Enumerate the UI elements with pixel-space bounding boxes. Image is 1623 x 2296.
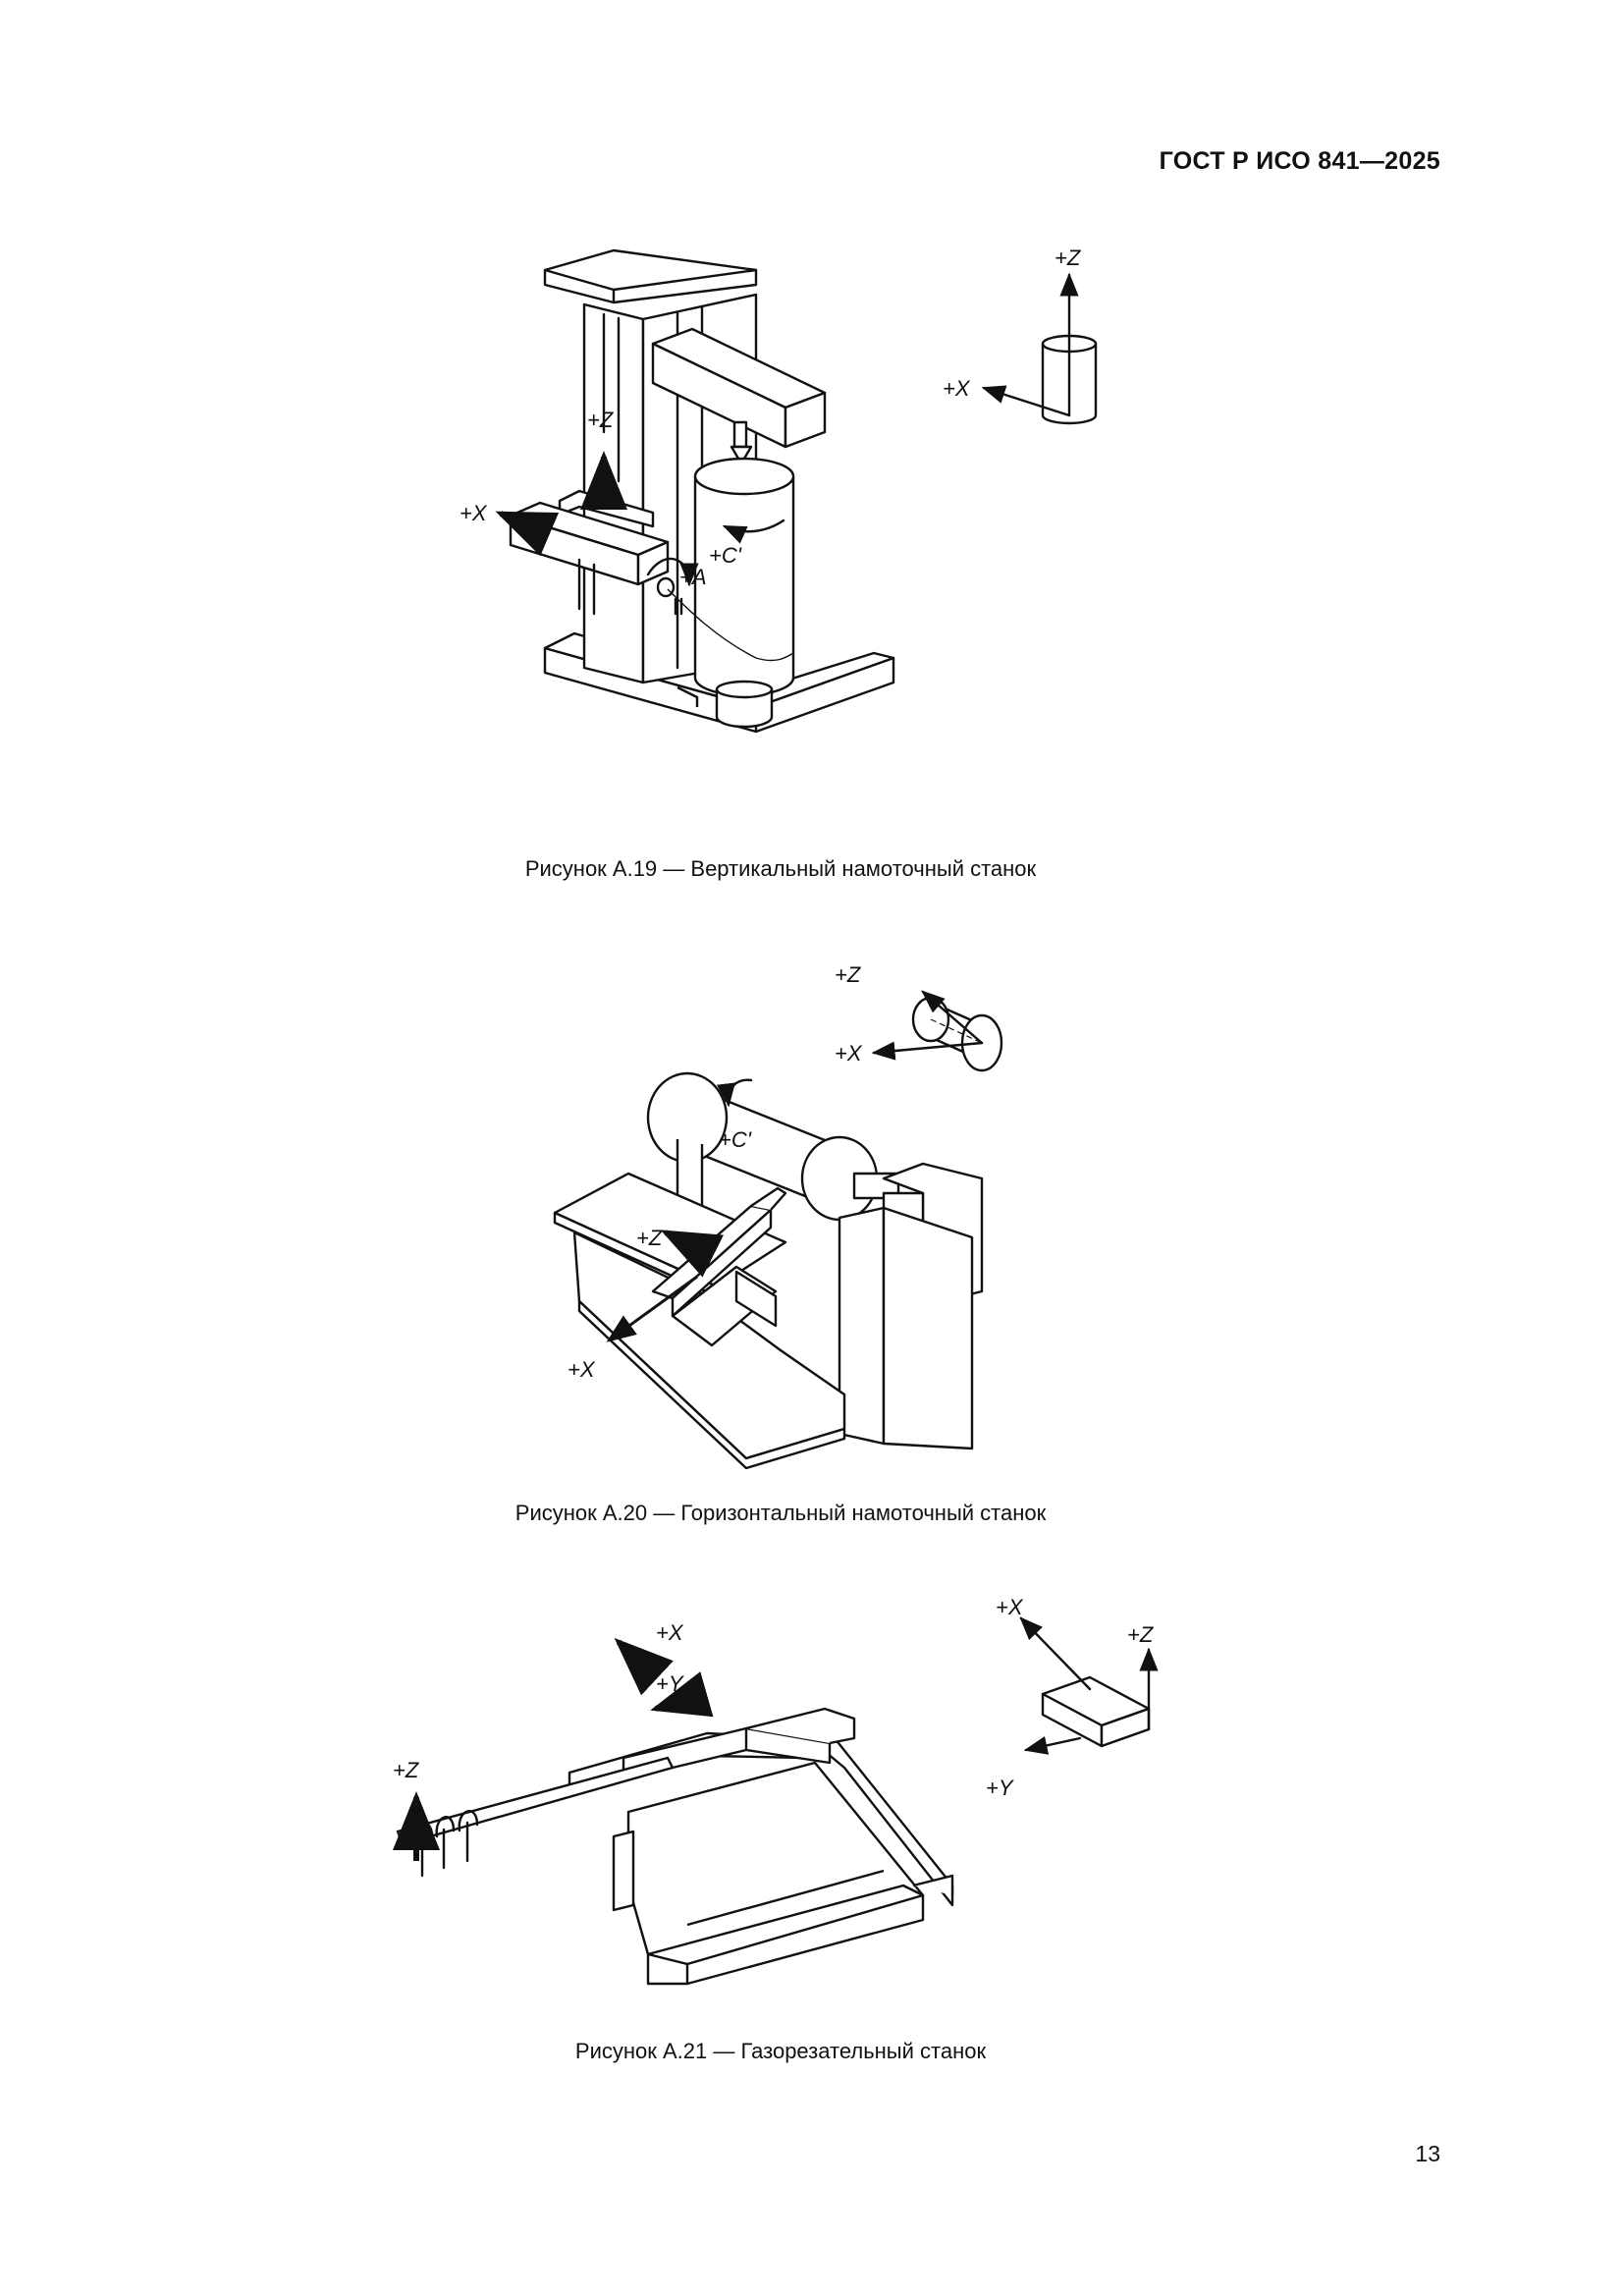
a21-ref-label-x: +X	[996, 1595, 1024, 1619]
a20-reference-cylinder	[871, 990, 1003, 1072]
a20-x-arrow	[606, 1275, 698, 1342]
a19-ref-label-z: +Z	[1055, 246, 1082, 270]
a19-label-x: +X	[460, 501, 488, 525]
a20-z-arrow	[660, 1230, 725, 1278]
a21-x-arrow	[614, 1637, 674, 1696]
figure-a20-drawing: +Z +X +C'	[553, 962, 1003, 1470]
figure-a19-drawing: +Z +X +A +C' +Z +X	[460, 246, 1098, 734]
a21-label-y: +Y	[656, 1671, 684, 1696]
figure-a20-caption: Рисунок А.20 — Горизонтальный намоточный…	[514, 1501, 1047, 1525]
figure-a21-drawing: +X +Z +Y +Z +Y +X	[393, 1595, 1159, 1986]
a19-c-arrow	[722, 519, 785, 544]
a19-upper-arm	[651, 327, 827, 465]
a21-reference-box	[1019, 1616, 1159, 1755]
figure-a19-caption: Рисунок А.19 — Вертикальный намоточный с…	[524, 856, 1037, 881]
a19-label-z: +Z	[587, 408, 615, 432]
a21-frame	[612, 1736, 954, 1986]
a20-ref-label-z: +Z	[835, 962, 862, 987]
page-number: 13	[1415, 2141, 1440, 2166]
a19-ref-label-x: +X	[943, 376, 971, 401]
a20-c-arrow	[716, 1078, 753, 1108]
figure-a20: +Z +X +C'	[550, 953, 1041, 1473]
figure-a21-caption: Рисунок А.21 — Газорезательный станок	[574, 2039, 987, 2063]
a21-label-x: +X	[656, 1620, 684, 1645]
a20-label-x: +X	[568, 1357, 596, 1382]
a20-label-z: +Z	[636, 1226, 664, 1250]
a19-label-c: +C'	[709, 543, 742, 568]
a19-a-arrow	[646, 557, 699, 587]
a21-ref-label-y: +Y	[986, 1776, 1014, 1800]
a21-label-z: +Z	[393, 1758, 420, 1782]
figure-a19: +Z +X +A +C' +Z +X	[432, 236, 1119, 825]
figure-a21: +X +Z +Y +Z +Y +X	[393, 1591, 1178, 2023]
a20-label-c: +C'	[719, 1127, 752, 1152]
a19-label-a: +A	[679, 565, 707, 589]
a19-reference-cylinder	[981, 272, 1098, 425]
standard-designation: ГОСТ Р ИСО 841—2025	[1159, 147, 1440, 175]
a21-y-arrow	[650, 1671, 714, 1718]
a20-ref-label-x: +X	[835, 1041, 863, 1066]
a19-x-arrow	[495, 511, 560, 557]
a21-ref-label-z: +Z	[1127, 1622, 1155, 1647]
a19-mandrel	[693, 457, 795, 729]
a20-headstock	[838, 1162, 984, 1450]
a19-a-axis-mark	[674, 597, 683, 616]
